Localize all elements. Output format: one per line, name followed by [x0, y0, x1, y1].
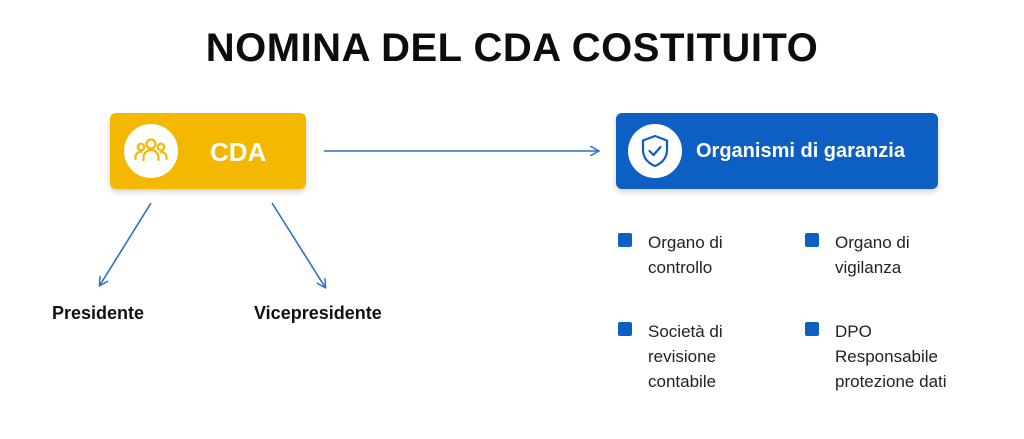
item-line: controllo	[648, 258, 713, 277]
list-item-dpo: DPO Responsabile protezione dati	[805, 319, 975, 397]
diagram-title: NOMINA DEL CDA COSTITUITO	[205, 26, 819, 70]
item-line: protezione dati	[835, 372, 947, 391]
item-line: vigilanza	[835, 258, 902, 277]
item-text: Organo di controllo	[648, 230, 723, 280]
item-line: DPO	[835, 322, 872, 341]
item-line: Responsabile	[835, 347, 939, 366]
cda-icon-circle	[124, 124, 178, 178]
bullet-square	[618, 233, 632, 247]
item-line: Organo di	[648, 233, 723, 252]
item-line: Società di	[648, 322, 723, 341]
vicepresidente-label: Vicepresidente	[254, 303, 382, 323]
item-text: DPO Responsabile protezione dati	[835, 319, 947, 394]
list-item-organo-vigilanza: Organo di vigilanza	[805, 230, 975, 282]
item-text: Società di revisione contabile	[648, 319, 723, 394]
bullet-square	[805, 233, 819, 247]
bullet-square	[805, 322, 819, 336]
organismi-icon-circle	[628, 124, 682, 178]
people-group-icon	[134, 138, 168, 162]
list-item-organo-controllo: Organo di controllo	[618, 230, 788, 282]
arrow-cda-to-presidente	[100, 202, 152, 285]
cda-box: CDA	[110, 113, 306, 189]
arrow-cda-to-vicepresidente	[271, 202, 325, 287]
organismi-box: Organismi di garanzia	[616, 113, 938, 189]
cda-label: CDA	[210, 137, 267, 167]
presidente-label: Presidente	[52, 303, 145, 323]
item-text: Organo di vigilanza	[835, 230, 910, 280]
organismi-label: Organismi di garanzia	[696, 140, 905, 162]
list-item-societa-revisione: Società di revisione contabile	[618, 319, 788, 397]
bullet-square	[618, 322, 632, 336]
item-line: revisione	[648, 347, 717, 366]
shield-check-icon	[641, 134, 669, 168]
item-line: Organo di	[835, 233, 910, 252]
item-line: contabile	[648, 372, 717, 391]
